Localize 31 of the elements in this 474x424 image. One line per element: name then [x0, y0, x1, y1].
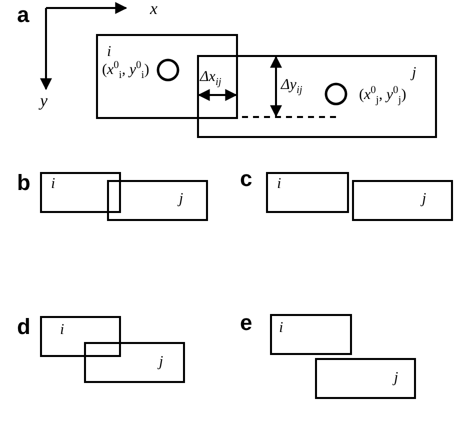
box-label: j: [394, 371, 398, 386]
panel-letter: a: [17, 4, 30, 26]
box-label: i: [277, 177, 282, 192]
rectangle-box: [270, 314, 352, 355]
panel-letter: e: [240, 312, 252, 334]
panel-letter: d: [17, 316, 30, 338]
coordinate-label: (x$^{0}$$_{i}$, y$^{0}$$_{i}$): [102, 61, 150, 82]
dimension-label: Δy$_{ij}$: [280, 78, 304, 96]
panel-letter: b: [17, 172, 30, 194]
rectangle-box: [40, 172, 121, 213]
box-label: j: [179, 192, 184, 207]
rectangle-box: [84, 342, 185, 383]
axis-label: y: [40, 92, 48, 109]
axis-label: x: [150, 0, 158, 17]
box-label: i: [60, 323, 64, 338]
rectangle-box: [107, 180, 208, 221]
box-label: i: [51, 177, 56, 192]
box-label: j: [412, 66, 416, 81]
box-label: j: [422, 192, 426, 207]
rectangle-box: [197, 55, 437, 138]
rectangle-box: [352, 180, 453, 221]
box-label: j: [159, 355, 164, 370]
rectangle-box: [96, 34, 238, 119]
panel-letter: c: [240, 168, 252, 190]
coordinate-label: (x$^{0}$$_{j}$, y$^{0}$$_{j}$): [359, 86, 406, 106]
rectangle-box: [266, 172, 349, 213]
box-label: i: [279, 321, 284, 336]
rectangle-box: [315, 358, 416, 399]
box-label: i: [107, 45, 112, 60]
rectangle-box: [40, 316, 121, 357]
dimension-label: Δx$_{ij}$: [199, 70, 222, 88]
